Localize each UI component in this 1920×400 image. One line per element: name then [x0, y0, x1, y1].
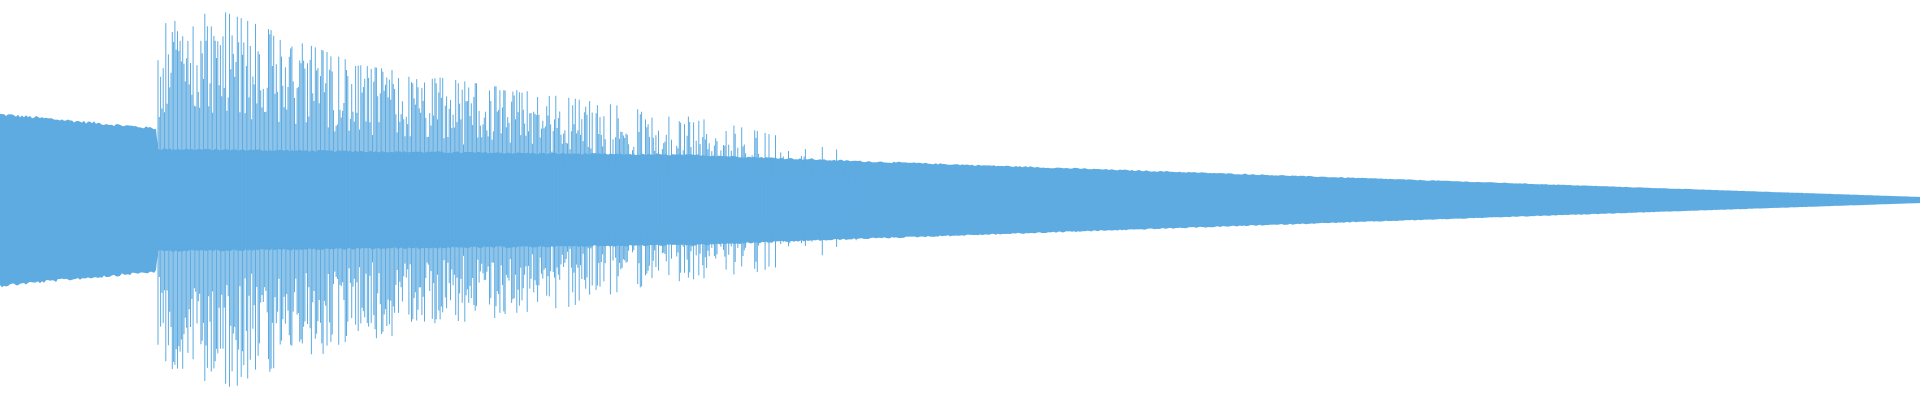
- waveform-transient-spikes: [157, 12, 861, 387]
